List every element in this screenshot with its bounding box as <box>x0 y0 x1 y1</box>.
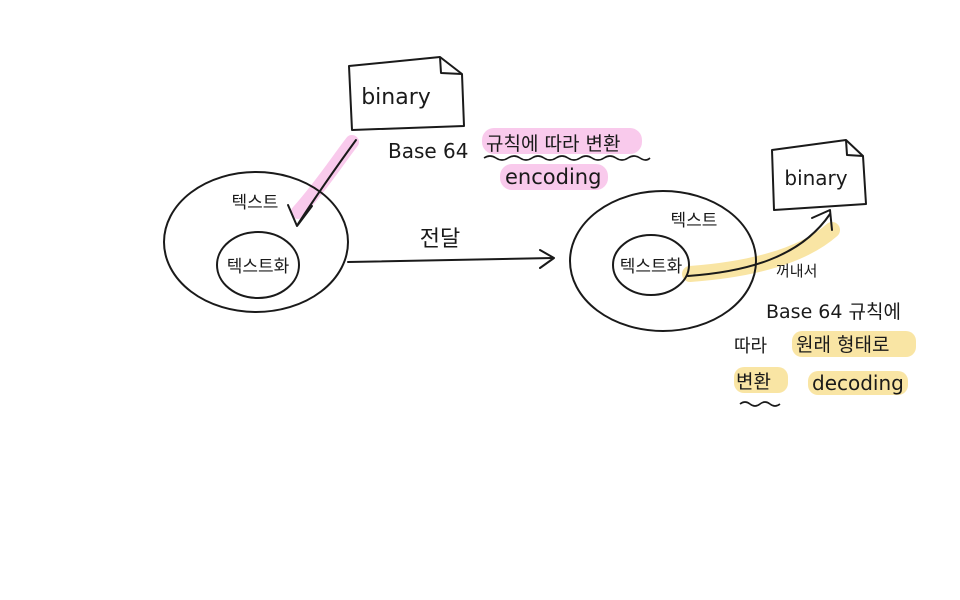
pink-highlight-encoding <box>500 164 608 190</box>
target-binary-document: binary <box>771 139 867 211</box>
target-doc-fold <box>845 139 864 157</box>
transfer-arrow-head <box>539 249 555 269</box>
decode-arrow-head <box>811 209 833 231</box>
decode-note-original: 원래 형태로 <box>796 334 889 356</box>
decode-arrow <box>687 213 831 277</box>
pink-highlight-arrow <box>291 135 359 219</box>
yellow-highlight-original <box>792 331 916 357</box>
encode-note-encoding: encoding <box>505 165 601 189</box>
right-outer-circle <box>569 190 757 332</box>
decode-note-line1: Base 64 규칙에 <box>766 301 901 323</box>
target-doc-outline <box>771 139 867 211</box>
right-outer-label: 텍스트 <box>671 211 718 231</box>
decode-note-according: 따라 <box>734 336 768 357</box>
decode-note-decoding: decoding <box>812 371 904 395</box>
source-binary-document: binary <box>348 56 465 131</box>
source-doc-outline <box>348 56 465 131</box>
pink-highlight-rule <box>482 128 642 154</box>
left-inner-circle <box>216 231 300 299</box>
encode-note-rule: 규칙에 따라 변환 <box>486 133 620 155</box>
transfer-arrow <box>347 257 554 263</box>
source-doc-label: binary <box>361 85 431 110</box>
encode-arrow <box>297 139 357 225</box>
encode-note-squiggle <box>483 155 651 161</box>
decode-note-squiggle <box>739 401 781 407</box>
decode-note-convert: 변환 <box>736 371 771 393</box>
target-doc-label: binary <box>784 166 847 190</box>
source-doc-fold <box>439 56 463 75</box>
right-inner-label: 텍스트화 <box>620 257 683 277</box>
decode-note-takeout: 꺼내서 <box>776 262 817 280</box>
yellow-highlight-arrow <box>682 222 840 282</box>
left-inner-label: 텍스트화 <box>227 257 290 277</box>
left-outer-circle <box>163 171 349 313</box>
encode-note-base64: Base 64 <box>388 139 469 163</box>
encode-arrow-head <box>287 204 313 227</box>
transfer-label: 전달 <box>420 227 460 252</box>
yellow-highlight-decoding <box>808 371 908 395</box>
yellow-highlight-convert <box>734 367 788 393</box>
right-inner-circle <box>612 234 690 296</box>
left-outer-label: 텍스트 <box>232 193 279 213</box>
